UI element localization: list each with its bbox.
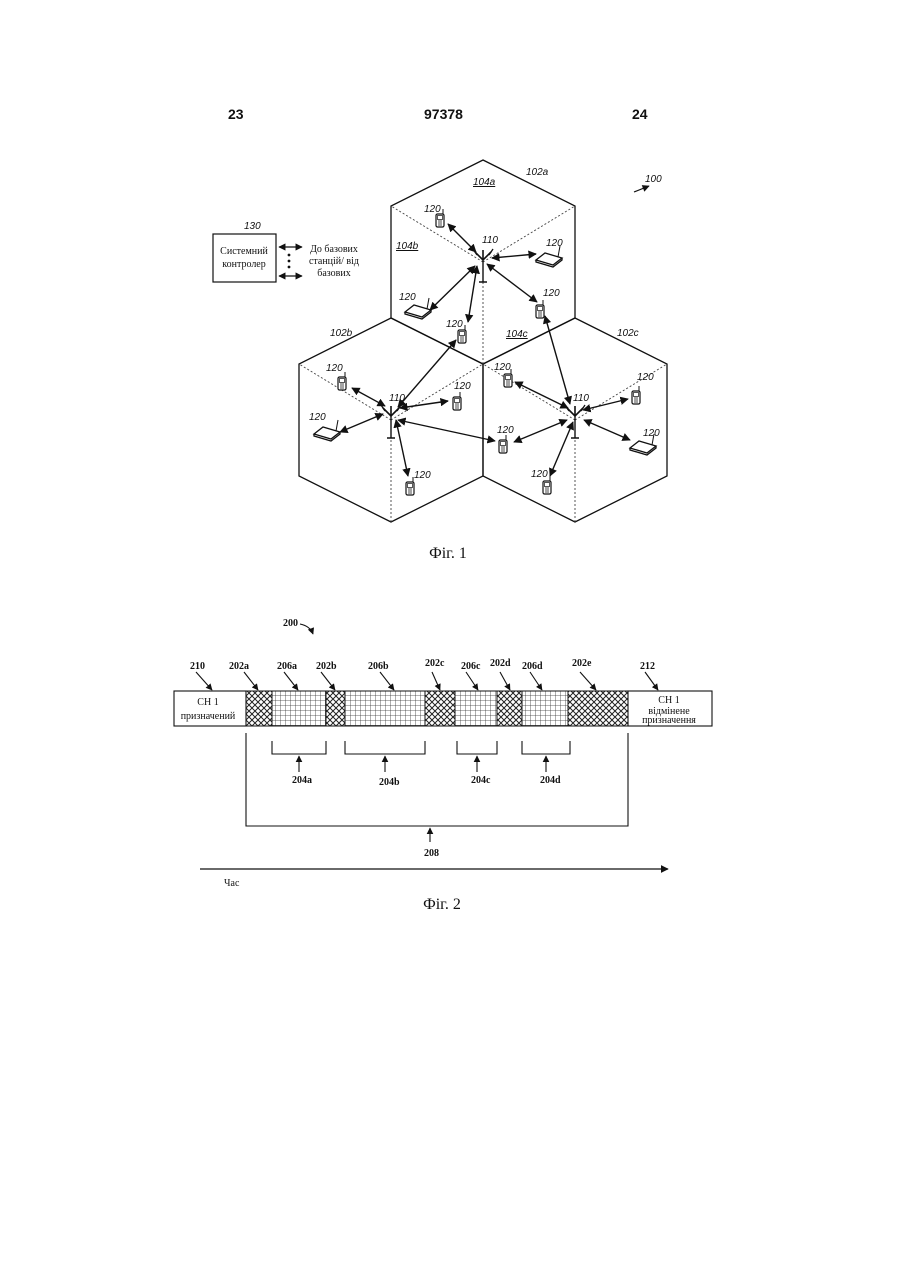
terminal-label: 120 [546, 238, 563, 249]
hatched-202c [425, 691, 455, 726]
label-210: 210 [190, 661, 205, 672]
bts-label: 110 [573, 393, 589, 404]
bracket-204c: 204c [471, 775, 491, 786]
controller-ref: 130 [244, 221, 261, 232]
terminal-label: 120 [309, 412, 326, 423]
base-station-icon [381, 405, 401, 438]
cell-label-102c: 102c [617, 328, 639, 339]
label-202a: 202a [229, 661, 249, 672]
bts-label: 110 [389, 393, 405, 404]
start-ch-label: CH 1 [197, 697, 218, 708]
time-label: Час [224, 878, 240, 889]
terminal-label: 120 [424, 204, 441, 215]
terminal-label: 120 [454, 381, 471, 392]
terminal-phone-icon [453, 392, 461, 410]
wireless-links [340, 224, 630, 476]
controller-note-1: До базових [310, 244, 358, 255]
bts-label: 110 [482, 235, 498, 246]
terminal-label: 120 [531, 469, 548, 480]
cell-label-102b: 102b [330, 328, 353, 339]
label-202d: 202d [490, 658, 511, 669]
terminal-phone-icon [632, 386, 640, 404]
label-206a: 206a [277, 661, 297, 672]
grid-206a [272, 691, 326, 726]
terminal-label: 120 [543, 288, 560, 299]
bracket-204a: 204a [292, 775, 312, 786]
fig1-caption: Фіг. 1 [429, 545, 467, 562]
start-ch-desc: призначений [181, 711, 236, 722]
grid-206b [345, 691, 425, 726]
terminal-laptop-icon [314, 420, 340, 441]
bracket-204b: 204b [379, 777, 400, 788]
terminal-label: 120 [414, 470, 431, 481]
fig2-caption: Фіг. 2 [423, 896, 461, 913]
terminal-label: 120 [399, 292, 416, 303]
bracket-204d: 204d [540, 775, 561, 786]
label-212: 212 [640, 661, 655, 672]
sector-label-104b: 104b [396, 241, 419, 252]
fig1-diagram: 102a 104a 104b 104c 102b 102c 100 110 11… [213, 160, 667, 562]
hatched-202a [246, 691, 272, 726]
cell-label-102a: 102a [526, 167, 549, 178]
system-label: 100 [645, 174, 662, 185]
terminal-phone-icon [536, 300, 544, 318]
terminal-laptop-icon [536, 246, 562, 267]
label-206b: 206b [368, 661, 389, 672]
fig2-diagram: 200 CH 1 призначений CH 1 відмінене приз… [174, 618, 712, 913]
total-208: 208 [424, 848, 439, 859]
terminal-label: 120 [497, 425, 514, 436]
fig2-ref: 200 [283, 618, 298, 629]
label-202c: 202c [425, 658, 445, 669]
terminal-label: 120 [326, 363, 343, 374]
label-202e: 202e [572, 658, 592, 669]
label-202b: 202b [316, 661, 337, 672]
sector-label-104c: 104c [506, 329, 528, 340]
end-ch-desc-2: призначення [642, 715, 696, 726]
terminal-label: 120 [446, 319, 463, 330]
terminal-label: 120 [494, 362, 511, 373]
hatched-202d [497, 691, 522, 726]
terminal-label: 120 [637, 372, 654, 383]
controller-note-3: базових [317, 268, 351, 279]
terminal-phone-icon [499, 435, 507, 453]
controller-text-1: Системний [220, 246, 268, 257]
terminal-phone-icon [338, 372, 346, 390]
controller-text-2: контролер [222, 259, 266, 270]
end-ch-label: CH 1 [658, 695, 679, 706]
system-controller-box [213, 234, 276, 282]
label-206d: 206d [522, 661, 543, 672]
terminal-label: 120 [643, 428, 660, 439]
hatched-202b [326, 691, 345, 726]
controller-note-2: станцій/ від [309, 256, 359, 267]
hatched-202e [568, 691, 628, 726]
grid-206d [522, 691, 568, 726]
label-206c: 206c [461, 661, 481, 672]
terminal-phone-icon [406, 477, 414, 495]
sector-label-104a: 104a [473, 177, 496, 188]
grid-206c [455, 691, 497, 726]
